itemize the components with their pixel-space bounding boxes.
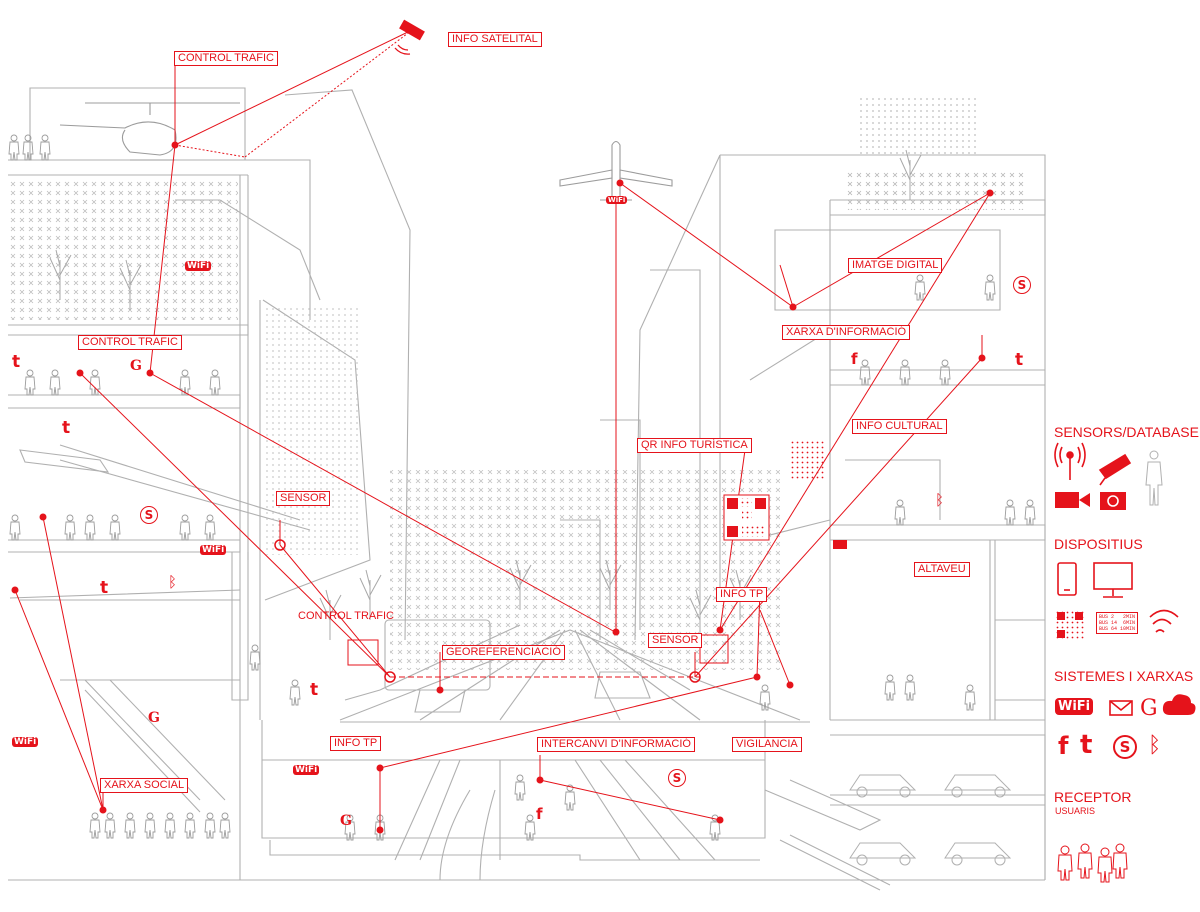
legend-title-sensors: SENSORS/DATABASE — [1054, 424, 1199, 440]
qr-code-panel — [723, 494, 770, 541]
google-icon: G — [148, 710, 160, 726]
video-camera-icon — [833, 540, 847, 549]
network-links — [14, 29, 991, 830]
label-control-trafic-mid: CONTROL TRAFIC — [78, 335, 182, 350]
facebook-icon: f — [1058, 732, 1069, 760]
label-xarxa-informacio: XARXA D'INFORMACIÓ — [782, 325, 911, 340]
skype-icon: S — [1113, 735, 1137, 759]
cloud-icon — [1162, 694, 1196, 715]
twitter-icon: t — [310, 680, 319, 700]
label-control-trafic-top: CONTROL TRAFIC — [174, 51, 278, 66]
monitor-icon — [1093, 562, 1133, 598]
bluetooth-icon: ᛒ — [1148, 733, 1162, 758]
camera-icon — [1100, 492, 1126, 510]
wifi-fi-icon: WiFi — [606, 196, 628, 204]
label-vigilancia: VIGILANCIA — [732, 737, 802, 752]
legend-title-dispositius: DISPOSITIUS — [1054, 536, 1143, 552]
google-icon: G — [130, 358, 142, 374]
twitter-icon: t — [1080, 730, 1093, 760]
label-altaveu: ALTAVEU — [914, 562, 970, 577]
label-imatge-digital: IMATGE DIGITAL — [848, 258, 943, 273]
label-georeferenciacio: GEOREFERENCIACIÓ — [442, 645, 565, 660]
label-info-satelital: INFO SATELITAL — [448, 32, 542, 47]
facebook-icon: f — [851, 350, 858, 368]
twitter-icon: t — [100, 578, 109, 598]
google-icon: G — [1140, 696, 1158, 721]
parked-cars — [849, 774, 1012, 866]
bluetooth-icon: ᛒ — [168, 573, 178, 591]
bluetooth-icon: ᛒ — [935, 491, 945, 509]
receptor-users-icon — [1057, 843, 1128, 883]
label-sensor-left: SENSOR — [276, 491, 331, 506]
video-camera-icon — [1055, 492, 1090, 508]
label-sensor-right: SENSOR — [648, 633, 703, 648]
airplane — [559, 140, 673, 201]
network-nodes — [11, 141, 994, 834]
underground — [8, 720, 1046, 891]
wifi-fi-icon: WiFi — [185, 261, 212, 271]
facebook-icon: f — [536, 805, 543, 823]
legend-title-sistemes: SISTEMES I XARXAS — [1054, 668, 1194, 684]
signal-waves-icon — [1149, 609, 1179, 633]
wifi-fi-icon: WiFi — [1055, 698, 1094, 715]
label-info-cultural: INFO CULTURAL — [852, 419, 947, 434]
label-xarxa-social: XARXA SOCIAL — [100, 778, 189, 793]
label-info-tp-right: INFO TP — [716, 587, 768, 602]
legend-subtitle-usuaris: USUARIS — [1055, 806, 1096, 816]
google-icon: G — [340, 813, 352, 829]
skype-icon: S — [1013, 276, 1031, 294]
person-silhouette-icon — [1145, 450, 1163, 506]
satellite — [394, 19, 425, 55]
twitter-icon: t — [62, 418, 71, 438]
twitter-icon: t — [1015, 350, 1024, 370]
skype-icon: S — [668, 769, 686, 787]
helicopter — [59, 102, 240, 161]
wifi-fi-icon: WiFi — [12, 737, 39, 747]
legend-graphics — [1054, 442, 1196, 883]
antenna-icon — [1054, 442, 1086, 480]
label-info-tp-lower: INFO TP — [330, 736, 382, 751]
label-qr-info-turistica: QR INFO TURÍSTICA — [637, 438, 752, 453]
legend-title-receptor: RECEPTOR — [1054, 789, 1132, 805]
label-intercanvi: INTERCANVI D'INFORMACIÓ — [537, 737, 695, 752]
label-control-trafic-street: CONTROL TRAFIC — [298, 610, 394, 622]
qr-code-icon — [1055, 610, 1085, 640]
wifi-fi-icon: WiFi — [200, 545, 227, 555]
bus-stop-board-left — [347, 639, 379, 666]
smartphone-icon — [1057, 562, 1077, 596]
bus-stop-board-right — [699, 634, 729, 664]
mail-icon — [1109, 700, 1133, 716]
wifi-fi-icon: WiFi — [293, 765, 320, 775]
bus-arrival-board: BUS 2 2MIN BUS 14 6MIN BUS 64 10MIN — [1096, 612, 1139, 634]
skype-icon: S — [140, 506, 158, 524]
cctv-icon — [1098, 453, 1132, 486]
twitter-icon: t — [12, 352, 21, 372]
